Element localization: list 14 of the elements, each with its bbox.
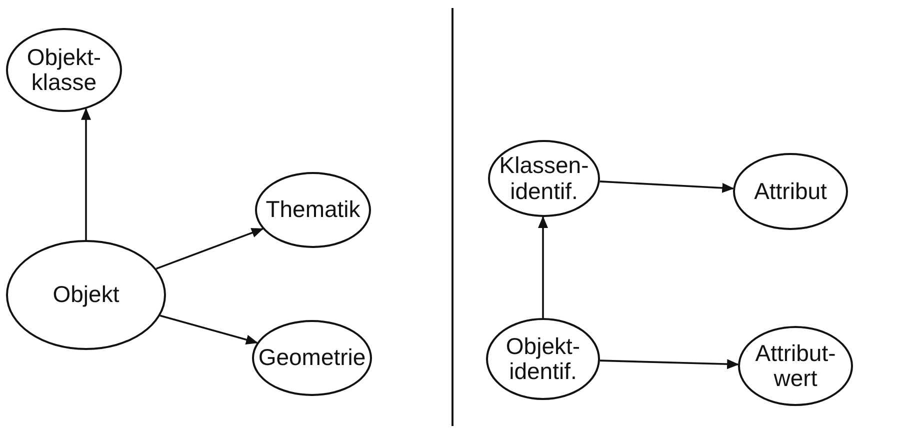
node-label: Attribut- wert [754,340,837,392]
node-label: Geometrie [258,345,366,371]
arrow [538,216,548,318]
node-label: Objekt [52,282,120,308]
node-label: Thematik [264,197,362,223]
node-label: Klassen- identif. [499,153,589,204]
node-label: Attribut [753,178,828,204]
arrow [600,359,740,370]
arrow [160,314,258,345]
node-label: Objekt- identif. [504,334,582,384]
arrow [81,108,91,240]
arrow [156,228,264,270]
node-label: Objekt- klasse [26,44,102,96]
arrow [600,180,734,193]
